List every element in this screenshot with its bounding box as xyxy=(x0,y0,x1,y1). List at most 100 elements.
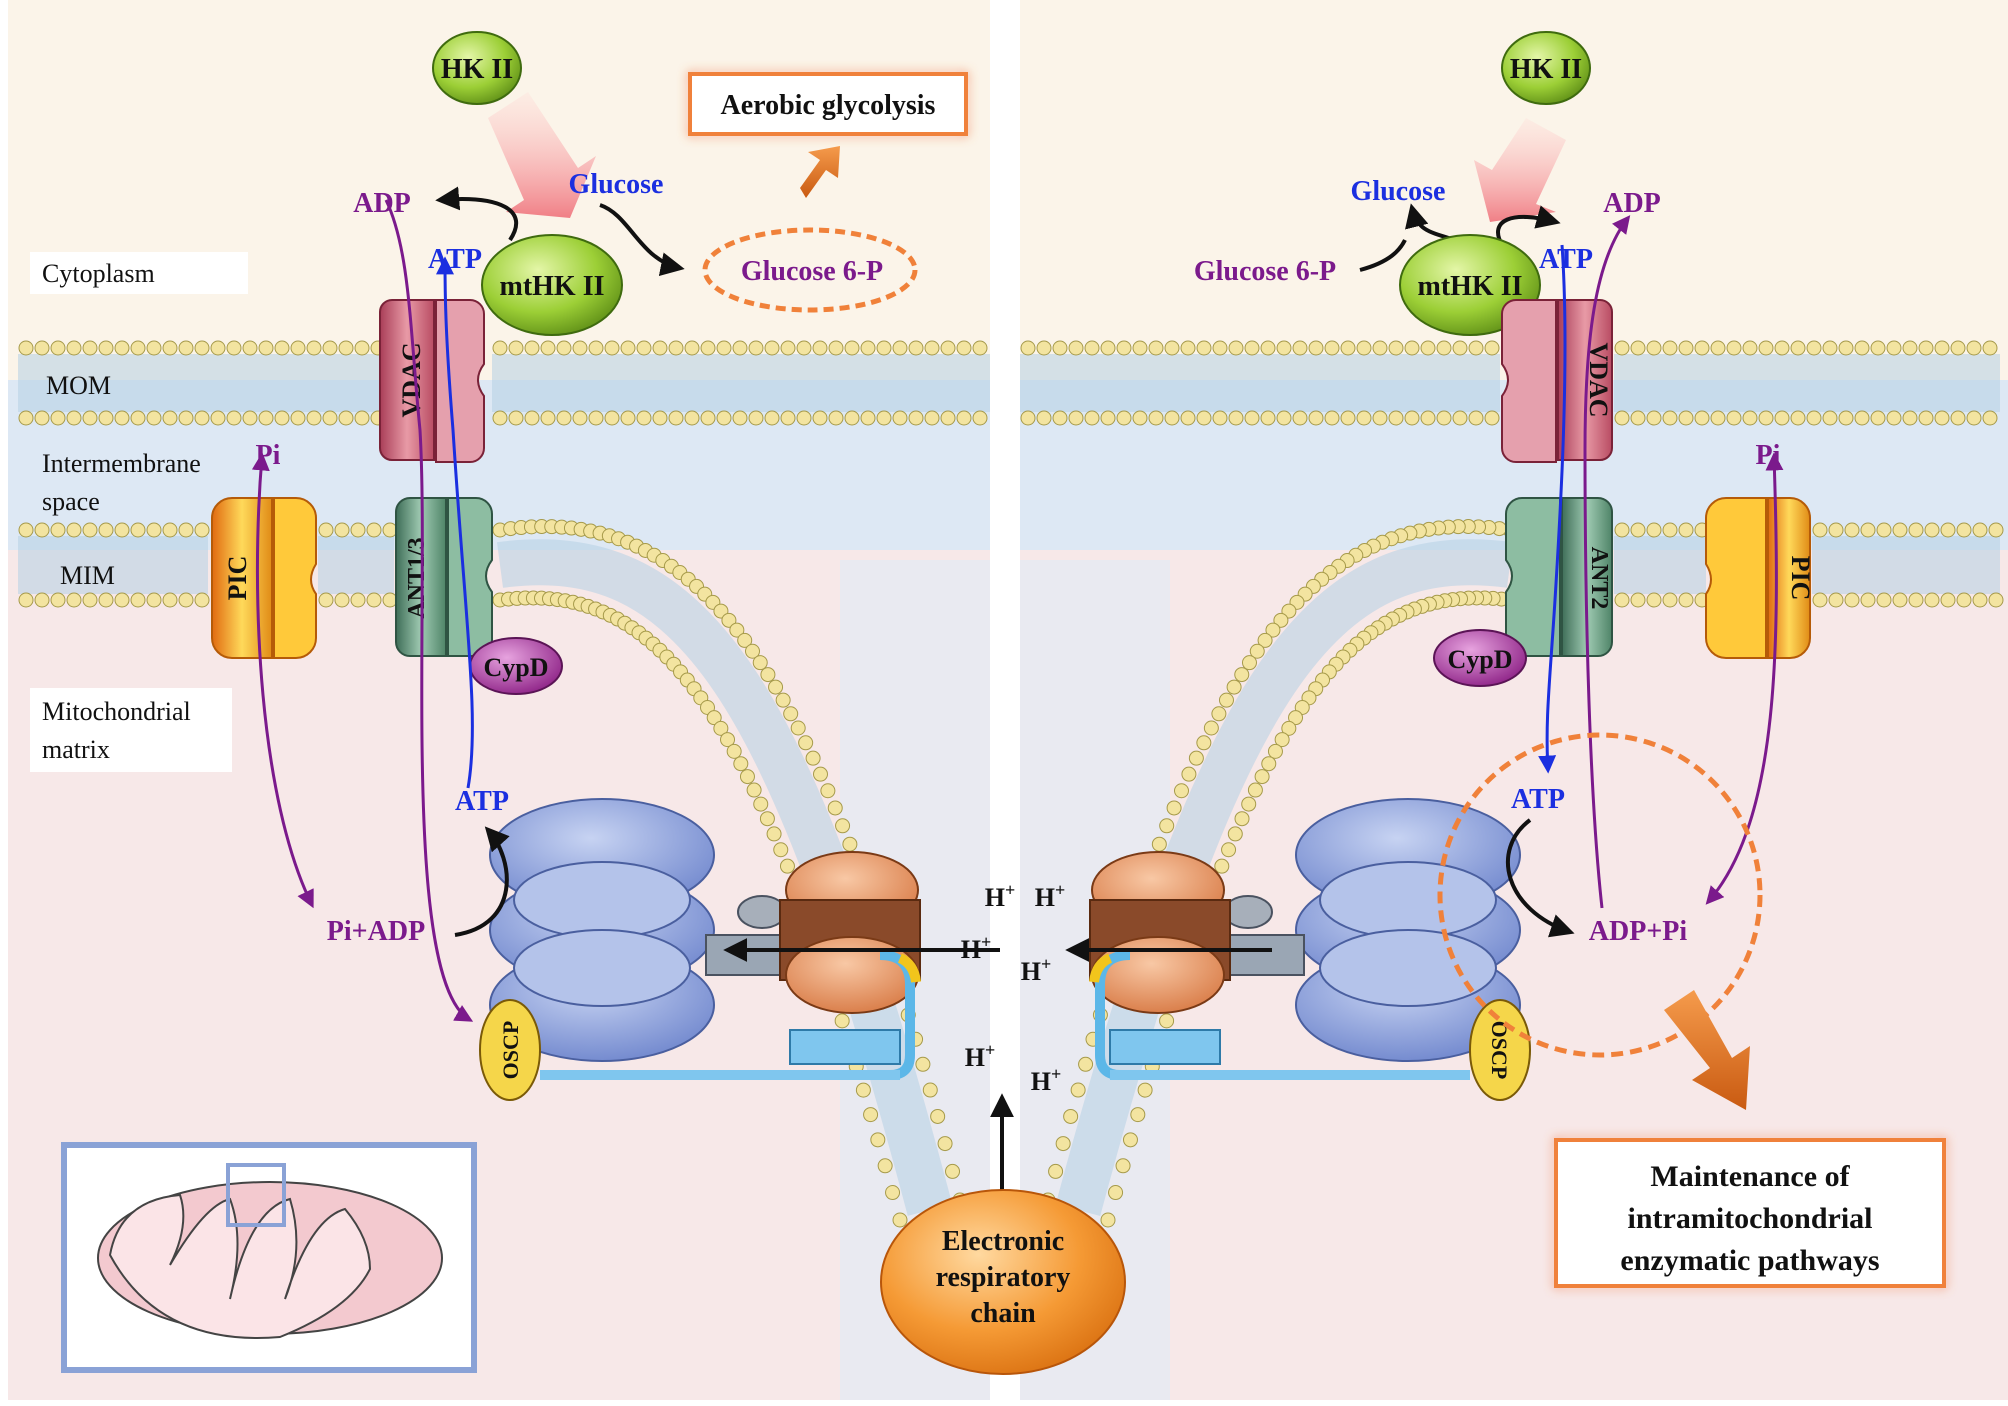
oscp-left xyxy=(479,999,541,1101)
lipid-head xyxy=(162,592,178,608)
lipid-head xyxy=(1324,340,1340,356)
lipid-head xyxy=(1356,410,1372,426)
lipid-head xyxy=(1274,732,1290,748)
lipid-head xyxy=(290,410,306,426)
atp-top-label-left: ATP xyxy=(428,244,482,275)
lipid-head xyxy=(1372,340,1388,356)
lipid-head xyxy=(130,340,146,356)
lipid-head xyxy=(1100,410,1116,426)
svg-text:Aerobic glycolysis: Aerobic glycolysis xyxy=(721,90,936,121)
lipid-head xyxy=(18,340,34,356)
lipid-head xyxy=(1678,522,1694,538)
proton-label: H+ xyxy=(1031,1064,1062,1096)
lipid-head xyxy=(1180,340,1196,356)
lipid-head xyxy=(1420,410,1436,426)
lipid-head xyxy=(1388,340,1404,356)
lipid-head xyxy=(130,592,146,608)
lipid-head xyxy=(114,340,130,356)
lipid-head xyxy=(940,410,956,426)
glucose-to-g6p-arrow-left xyxy=(599,203,685,276)
lipid-head xyxy=(877,1158,893,1174)
lipid-head xyxy=(1420,340,1436,356)
lipid-head xyxy=(242,340,258,356)
lipid-head xyxy=(1828,522,1844,538)
lipid-head xyxy=(366,592,382,608)
left-panel: HK II Aerobic glycolysis Glucose 6-P VDA… xyxy=(61,31,968,1373)
lipid-head xyxy=(82,410,98,426)
lipid-head xyxy=(1122,1132,1138,1148)
atp-top-label-right: ATP xyxy=(1539,244,1593,275)
pi-import-arrow-left xyxy=(251,452,314,909)
lipid-head xyxy=(748,340,764,356)
lipid-head xyxy=(876,410,892,426)
svg-text:OSCP: OSCP xyxy=(1487,1021,1512,1080)
lipid-head xyxy=(1918,340,1934,356)
lipid-head xyxy=(1164,410,1180,426)
lipid-head xyxy=(720,732,736,748)
panel-divider xyxy=(990,0,1020,1406)
lipid-head xyxy=(306,340,322,356)
adp-release-arrow-left xyxy=(435,186,518,242)
lipid-head xyxy=(940,340,956,356)
lipid-head xyxy=(540,340,556,356)
lipid-head xyxy=(1902,340,1918,356)
lipid-head xyxy=(34,410,50,426)
lipid-head xyxy=(1130,1107,1146,1123)
aerobic-glycolysis-box xyxy=(688,72,968,136)
lipid-head xyxy=(318,522,334,538)
lipid-head xyxy=(1227,826,1243,842)
lipid-head xyxy=(1372,410,1388,426)
lipid-head xyxy=(588,410,604,426)
lipid-head xyxy=(1052,410,1068,426)
lipid-head xyxy=(1340,340,1356,356)
lipid-head xyxy=(1742,410,1758,426)
lipid-head xyxy=(274,340,290,356)
lipid-head xyxy=(1180,410,1196,426)
lipid-head xyxy=(746,782,762,798)
lipid-head xyxy=(1630,592,1646,608)
lipid-head xyxy=(827,800,843,816)
lipid-head xyxy=(1822,340,1838,356)
lipid-head xyxy=(1742,340,1758,356)
lipid-head xyxy=(1276,410,1292,426)
lipid-head xyxy=(780,410,796,426)
lipid-head xyxy=(1614,522,1630,538)
lipid-head xyxy=(1838,410,1854,426)
lipid-head xyxy=(382,592,398,608)
lipid-head xyxy=(700,340,716,356)
svg-text:respiratory: respiratory xyxy=(936,1262,1071,1293)
lipid-head xyxy=(18,522,34,538)
mthk2-left xyxy=(481,234,623,336)
pic-left: PIC xyxy=(211,497,317,659)
lipid-head xyxy=(924,340,940,356)
lipid-head xyxy=(1244,410,1260,426)
lipid-head xyxy=(1614,592,1630,608)
lipid-head xyxy=(194,522,210,538)
lipid-head xyxy=(226,410,242,426)
lipid-head xyxy=(1646,340,1662,356)
lipid-head xyxy=(1452,410,1468,426)
lipid-head xyxy=(350,522,366,538)
lipid-head xyxy=(162,522,178,538)
lipid-head xyxy=(1308,340,1324,356)
lipid-head xyxy=(1812,522,1828,538)
label-mom: MOM xyxy=(46,371,111,400)
lipid-head xyxy=(1063,1108,1079,1124)
lipid-head xyxy=(1870,340,1886,356)
lipid-head xyxy=(876,340,892,356)
hk-translocation-arrow-right xyxy=(1474,118,1566,222)
lipid-head xyxy=(706,710,722,726)
lipid-head xyxy=(146,340,162,356)
adp-label-left: ADP xyxy=(353,188,411,219)
lipid-head xyxy=(1068,410,1084,426)
lipid-head xyxy=(1844,592,1860,608)
lipid-head xyxy=(508,410,524,426)
lipid-head xyxy=(1261,756,1277,772)
hk2-left xyxy=(432,31,522,105)
atp-hydrolysis-arrow-right xyxy=(1505,818,1575,938)
lipid-head xyxy=(322,410,338,426)
lipid-head xyxy=(1228,410,1244,426)
lipid-head xyxy=(1870,410,1886,426)
lipid-head xyxy=(66,592,82,608)
lipid-head xyxy=(98,592,114,608)
